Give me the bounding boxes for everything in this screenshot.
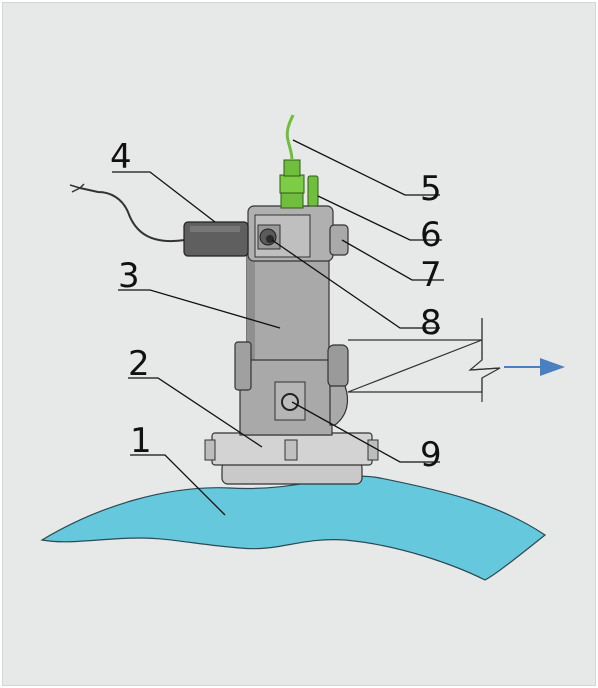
cable-wire-end: [69, 183, 85, 193]
base-slot: [284, 439, 298, 461]
leader-5: [292, 139, 440, 196]
leader-9: [291, 401, 440, 463]
lower-bolt: [281, 393, 299, 411]
label-7: 7: [420, 255, 442, 295]
leader-4: [112, 171, 216, 223]
label-3: 3: [118, 256, 140, 296]
fitting-pin: [307, 175, 319, 207]
leader-3: [118, 289, 281, 329]
inner-screw-head: [266, 235, 274, 243]
connector-stem: [280, 191, 304, 209]
leader-6: [317, 195, 442, 241]
label-2: 2: [128, 344, 150, 384]
pipe-coupling-lower: [329, 385, 349, 426]
connector-nut: [279, 174, 305, 194]
leader-1: [130, 454, 226, 516]
right-nut: [329, 224, 349, 256]
side-nut-left: [234, 341, 252, 391]
label-8: 8: [420, 303, 442, 343]
leader-7: [341, 239, 444, 281]
main-body-shade: [247, 250, 255, 435]
pipe-break-line: [469, 318, 501, 402]
label-5: 5: [420, 169, 442, 209]
leader-2: [128, 377, 263, 448]
connector-wire: [285, 114, 295, 161]
probe-cable: [79, 187, 186, 243]
water-surface: [40, 475, 547, 581]
label-6: 6: [420, 215, 442, 255]
label-1: 1: [130, 421, 152, 461]
label-4: 4: [110, 137, 132, 177]
base-bolt-left: [204, 439, 216, 461]
connector-top: [283, 159, 301, 177]
flow-arrow-icon: [540, 358, 565, 376]
base-bolt-right: [367, 439, 379, 461]
pipe-coupling: [327, 344, 349, 388]
label-9: 9: [420, 435, 442, 475]
leader-lines: [112, 139, 444, 516]
leader-8: [271, 239, 440, 329]
sensor-probe-highlight: [190, 226, 240, 232]
